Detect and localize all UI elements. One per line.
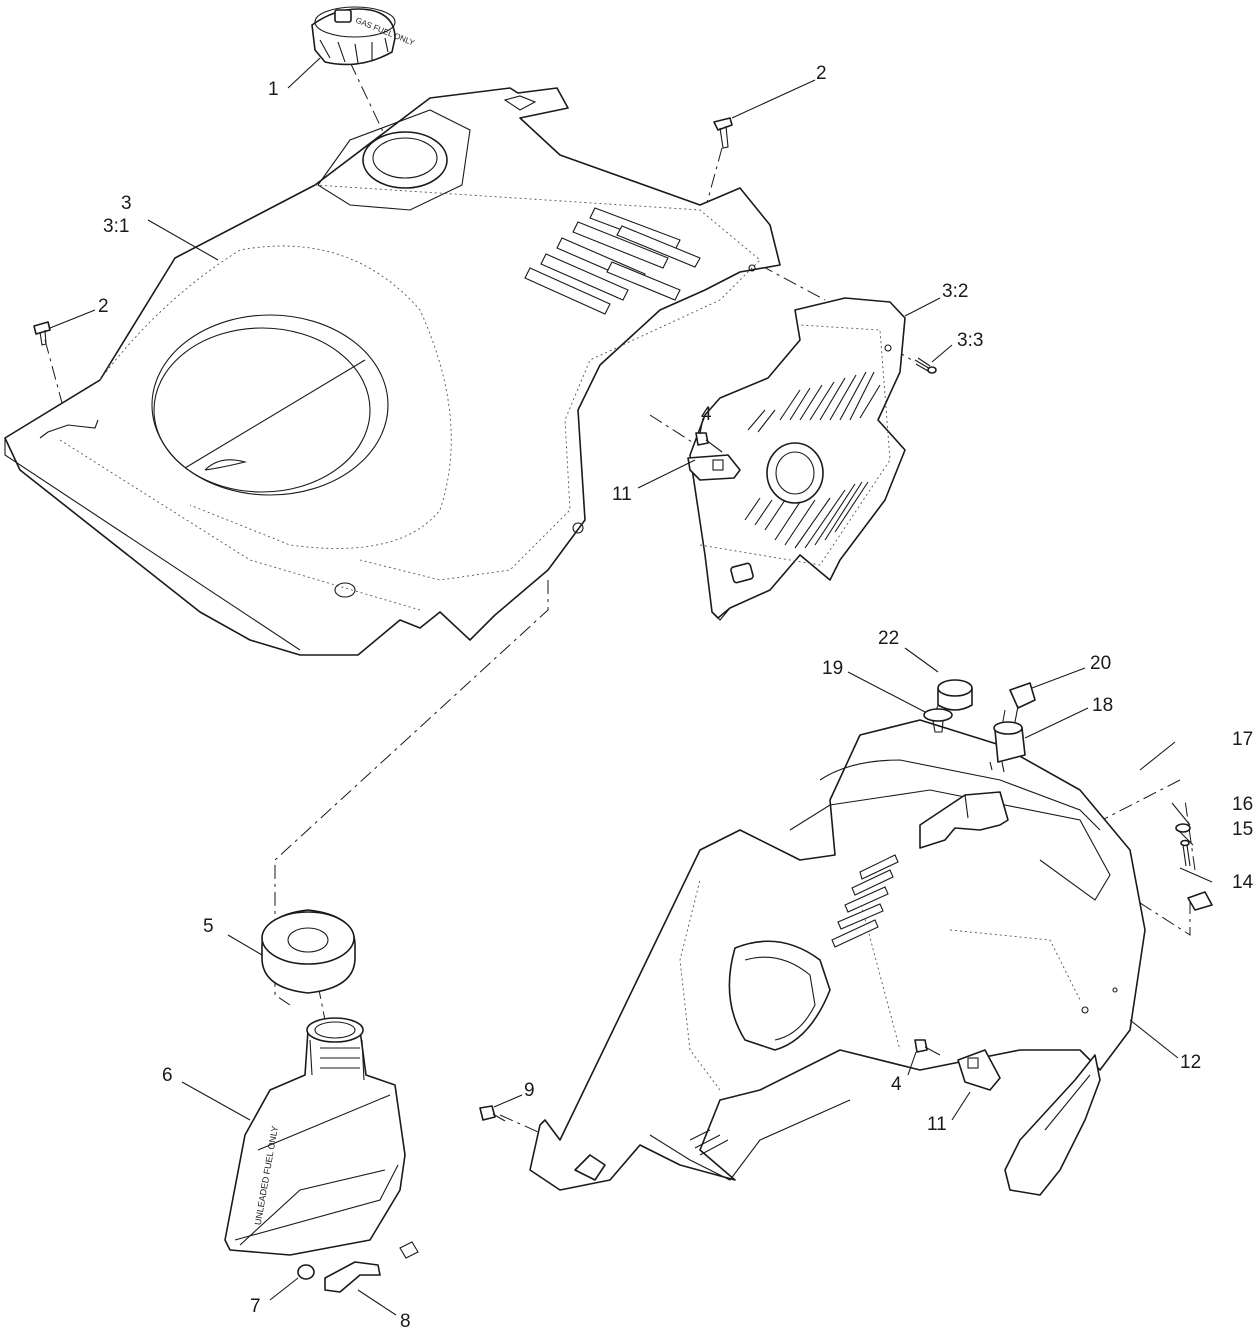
- bolt-part-9: [479, 1105, 506, 1122]
- handle-grip-part-17: [919, 791, 1009, 849]
- callout-14: 14: [1232, 872, 1254, 893]
- knob-part-22: [937, 679, 973, 711]
- callout-5: 5: [203, 916, 214, 937]
- lower-console: [529, 719, 1146, 1191]
- bolt-part-4-lower: [914, 1039, 941, 1056]
- screw-part-2-left: [33, 321, 51, 346]
- bolt-part-4-upper: [695, 432, 723, 453]
- upper-shroud: [4, 87, 781, 656]
- side-shroud-vents: [744, 371, 881, 549]
- callout-3-3: 3:3: [957, 330, 983, 351]
- callout-labels: 1 2 2 3 3:1 3:2 3:3 22 19 20 18 17 16 15…: [98, 63, 1254, 1332]
- callout-22: 22: [878, 628, 899, 649]
- callout-2-top: 2: [816, 63, 827, 84]
- callout-9: 9: [524, 1080, 535, 1101]
- callout-3-2: 3:2: [942, 281, 968, 302]
- fuel-cap: GAS FUEL ONLY: [311, 6, 416, 66]
- screw-part-15: [1180, 839, 1191, 867]
- callout-6: 6: [162, 1065, 173, 1086]
- washer-part-16: [1175, 823, 1191, 833]
- filler-neck-seal: [261, 909, 356, 994]
- callout-3: 3: [121, 193, 132, 214]
- lower-handle-bracket: [1004, 1054, 1101, 1196]
- callout-12: 12: [1180, 1052, 1201, 1073]
- fuel-tank: UNLEADED FUEL ONLY: [224, 1017, 406, 1256]
- callout-8: 8: [400, 1311, 411, 1332]
- console-vents: [831, 854, 899, 948]
- clip-part-11-upper: [687, 454, 741, 481]
- leader-lines: [49, 57, 1213, 1316]
- callout-17: 17: [1232, 729, 1253, 750]
- screw-part-3-3: [914, 357, 937, 374]
- clip-part-14: [1187, 891, 1213, 911]
- callout-19: 19: [822, 658, 843, 679]
- upper-shroud-vents: [524, 207, 701, 315]
- screw-part-2-right: [713, 117, 733, 149]
- callout-11-upper: 11: [612, 484, 632, 505]
- callout-1: 1: [268, 79, 279, 100]
- callout-4-lower: 4: [891, 1074, 902, 1095]
- callout-7: 7: [250, 1296, 261, 1317]
- fuel-hose: [324, 1241, 419, 1293]
- bezel-part-19: [923, 708, 953, 733]
- callout-11-lower: 11: [927, 1114, 947, 1135]
- callout-16: 16: [1232, 794, 1253, 815]
- fuel-fitting: [297, 1264, 315, 1280]
- key-part-20: [1009, 682, 1036, 723]
- callout-2-left: 2: [98, 296, 109, 317]
- side-shroud-panel: [689, 297, 906, 621]
- clip-part-11-lower: [957, 1049, 1001, 1091]
- callout-4-upper: 4: [701, 404, 712, 425]
- callout-18: 18: [1092, 695, 1113, 716]
- ignition-switch-part-18: [989, 721, 1026, 773]
- callout-15: 15: [1232, 819, 1253, 840]
- callout-3-1: 3:1: [103, 216, 129, 237]
- callout-20: 20: [1090, 653, 1111, 674]
